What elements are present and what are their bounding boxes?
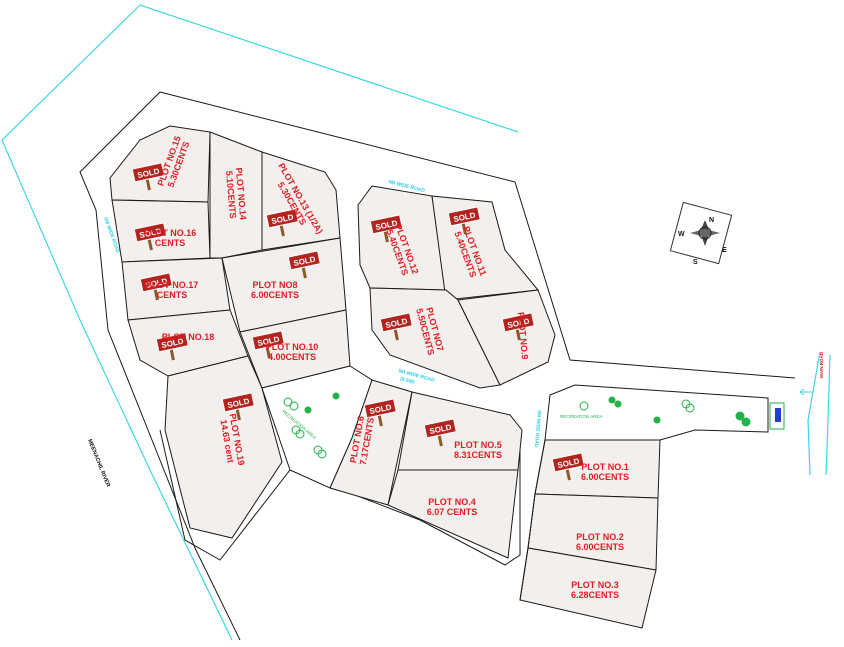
sold-sign-p11: SOLD — [447, 206, 481, 235]
plot-area: CENTS — [155, 238, 186, 248]
sign-board — [379, 312, 413, 333]
plot-4 — [387, 469, 519, 559]
canal-east-2 — [825, 354, 831, 476]
plot-5 — [397, 391, 523, 471]
sign-board — [265, 208, 299, 229]
plot-area: CENTS — [157, 290, 188, 300]
sign-board — [363, 398, 397, 419]
plot-title: PLOT NO.2 — [576, 532, 624, 542]
sold-sign-p5: SOLD — [423, 418, 457, 447]
site-boundary-north — [159, 91, 796, 379]
sold-sign-p12: SOLD — [369, 214, 403, 243]
sign-board — [139, 272, 173, 293]
plot-area: 6.07 CENTS — [427, 507, 478, 517]
plot-title: PLOT NO.4 — [428, 497, 476, 507]
plot-title: PLOT NO.10 — [266, 342, 319, 352]
central-road-sublabel: (6.5M) — [399, 376, 415, 386]
river-label: MEENACHIL RIVER — [86, 439, 111, 488]
svg-text:N: N — [709, 217, 714, 224]
sign-board — [501, 312, 535, 333]
main-road-label: MAIN ROAD — [819, 351, 824, 378]
river-bank-west — [1, 4, 519, 141]
sold-sign-p19: SOLD — [221, 392, 255, 421]
plot-title: PLOT NO.17 — [146, 280, 199, 290]
sign-board — [287, 250, 321, 271]
plot-11 — [431, 195, 539, 301]
sold-sign-p10: SOLD — [251, 330, 285, 359]
plot-area: 6.00CENTS — [251, 290, 299, 300]
canal-east-1 — [807, 351, 821, 476]
plot-title: PLOT NO.18 — [162, 332, 215, 342]
plot-7 — [369, 287, 501, 389]
plot-title: PLOT NO.1 — [581, 462, 629, 472]
sign-board — [369, 214, 403, 235]
svg-text:E: E — [722, 247, 727, 254]
sold-sign-layer: SOLD SOLD SOLD SOLD SOLD SOLD SOLD SOLD SOLD SOLD… — [131, 162, 585, 481]
sign-board — [131, 162, 165, 183]
plot-title: PLOT NO8 — [252, 280, 297, 290]
sign-board — [133, 222, 167, 243]
sold-sign-p6: SOLD — [363, 398, 397, 427]
sold-sign-p17: SOLD — [139, 272, 173, 301]
plot-area: 6.00CENTS — [576, 542, 624, 552]
recreation-area-2 — [544, 384, 769, 441]
plot-label-p9: PLOT NO.9 — [516, 312, 530, 360]
sold-sign-p7: SOLD — [379, 312, 413, 341]
sign-board — [251, 330, 285, 351]
sold-sign-p16: SOLD — [133, 222, 167, 251]
plot-label-p18: PLOT NO.18 — [162, 332, 215, 342]
plot-area: 6.28CENTS — [571, 590, 619, 600]
entrance-arrow-icon — [799, 388, 812, 396]
side-road-label: 4M WIDE ROAD — [533, 410, 542, 448]
sign-board — [155, 332, 189, 353]
river-bank-lower — [1, 139, 233, 641]
gate-block — [769, 402, 785, 430]
trees — [283, 392, 751, 459]
compass-rose-icon: N S E W — [669, 201, 733, 266]
svg-text:W: W — [678, 231, 685, 238]
east-block-boundary — [519, 439, 546, 601]
plot-title: PLOT NO.9 — [516, 312, 530, 360]
plot-area: 8.31CENTS — [454, 450, 502, 460]
sold-sign-p15: SOLD — [131, 162, 165, 191]
gate-icon — [775, 408, 781, 422]
plot-label-p14: PLOT NO.145.10CENTS — [224, 167, 249, 221]
site-boundary-west — [79, 91, 241, 641]
recreation-area-label-2: RECREATION AREA — [560, 414, 602, 419]
plot-14 — [209, 131, 263, 259]
sold-sign-p13: SOLD — [265, 208, 299, 237]
plot-area: 6.00CENTS — [581, 472, 629, 482]
sold-sign-p18: SOLD — [155, 332, 189, 361]
svg-text:S: S — [693, 259, 698, 266]
sold-sign-p1: SOLD — [551, 452, 585, 481]
plot-area: 4.00CENTS — [268, 352, 316, 362]
plot-title: PLOT NO.14 — [234, 167, 249, 220]
plot-title: PLOT NO.16 — [144, 228, 197, 238]
plot-title: PLOT NO.3 — [571, 580, 619, 590]
sign-board — [423, 418, 457, 439]
sign-board — [221, 392, 255, 413]
sign-board — [551, 452, 585, 473]
sign-board — [447, 206, 481, 227]
sold-sign-p9: SOLD — [501, 312, 535, 341]
sold-sign-p8: SOLD — [287, 250, 321, 279]
plot-area: 5.10CENTS — [224, 170, 238, 219]
plot-title: PLOT NO.5 — [454, 440, 502, 450]
